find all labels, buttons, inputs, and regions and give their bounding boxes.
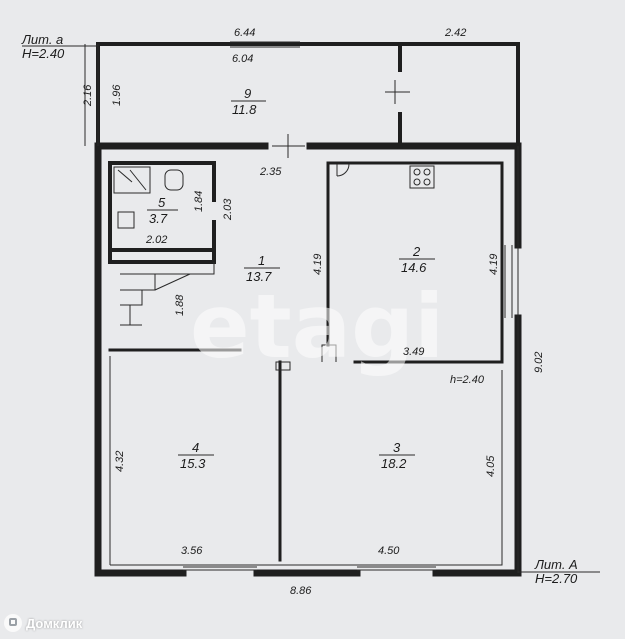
lit-a-label: Лит. a	[21, 32, 63, 47]
dim-bath-height-b: 2.03	[222, 198, 234, 221]
house-inner-walls	[108, 161, 504, 566]
dimension-lines	[84, 44, 519, 573]
dim-bath-width: 2.02	[145, 234, 167, 246]
stove-icon	[409, 165, 435, 189]
bathroom-fixtures	[113, 166, 184, 229]
svg-text:18.2: 18.2	[381, 456, 407, 471]
dim-left-outer: 2.16	[82, 84, 94, 107]
room-2-label: 2 14.6	[399, 244, 435, 275]
dim-room2-right: 4.19	[488, 254, 500, 275]
etagi-watermark: etagi	[190, 275, 444, 378]
svg-text:3: 3	[393, 440, 401, 455]
room-1-label: 1 13.7	[244, 253, 280, 284]
svg-text:5: 5	[158, 195, 166, 210]
room-3-label: 3 18.2	[379, 440, 415, 471]
brand-name: Домклик	[26, 615, 83, 631]
room-5-label: 5 3.7	[147, 195, 178, 226]
dim-room3-right: 4.05	[485, 455, 497, 477]
dim-right-total: 9.02	[533, 352, 545, 373]
room3-height: h=2.40	[450, 374, 485, 386]
dim-bottom-left: 3.56	[181, 545, 203, 557]
svg-text:9: 9	[244, 86, 251, 101]
svg-text:14.6: 14.6	[401, 260, 427, 275]
dim-door-width: 2.35	[259, 166, 282, 178]
dim-top-right: 2.42	[444, 27, 466, 39]
room-4-label: 4 15.3	[178, 440, 214, 471]
dim-top-left-inner: 6.04	[232, 53, 253, 65]
svg-text:1: 1	[258, 253, 265, 268]
svg-text:11.8: 11.8	[232, 102, 257, 117]
dim-bottom-total: 8.86	[290, 585, 312, 597]
dim-room4-left: 4.32	[114, 451, 126, 472]
svg-text:13.7: 13.7	[246, 269, 272, 284]
dim-room2-left: 4.19	[312, 254, 324, 275]
veranda-walls	[96, 41, 520, 148]
domclick-logo-icon	[4, 614, 22, 632]
dim-left-inner: 1.96	[111, 84, 123, 106]
svg-text:2: 2	[412, 244, 421, 259]
lit-A-height: H=2.70	[535, 571, 578, 586]
domclick-brand: Домклик	[4, 611, 82, 635]
svg-text:3.7: 3.7	[149, 211, 168, 226]
room-9-label: 9 11.8	[231, 86, 266, 117]
dim-room2-bottom: 3.49	[403, 346, 424, 358]
dim-bath-height-a: 1.84	[193, 191, 205, 212]
svg-text:4: 4	[192, 440, 199, 455]
lit-a-height: H=2.40	[22, 46, 65, 61]
dim-bottom-right: 4.50	[378, 545, 400, 557]
dim-top-left: 6.44	[234, 27, 255, 39]
staircase	[120, 262, 215, 326]
lit-A-label: Лит. A	[534, 557, 578, 572]
dim-stair-length: 1.88	[174, 294, 186, 316]
svg-text:15.3: 15.3	[180, 456, 206, 471]
